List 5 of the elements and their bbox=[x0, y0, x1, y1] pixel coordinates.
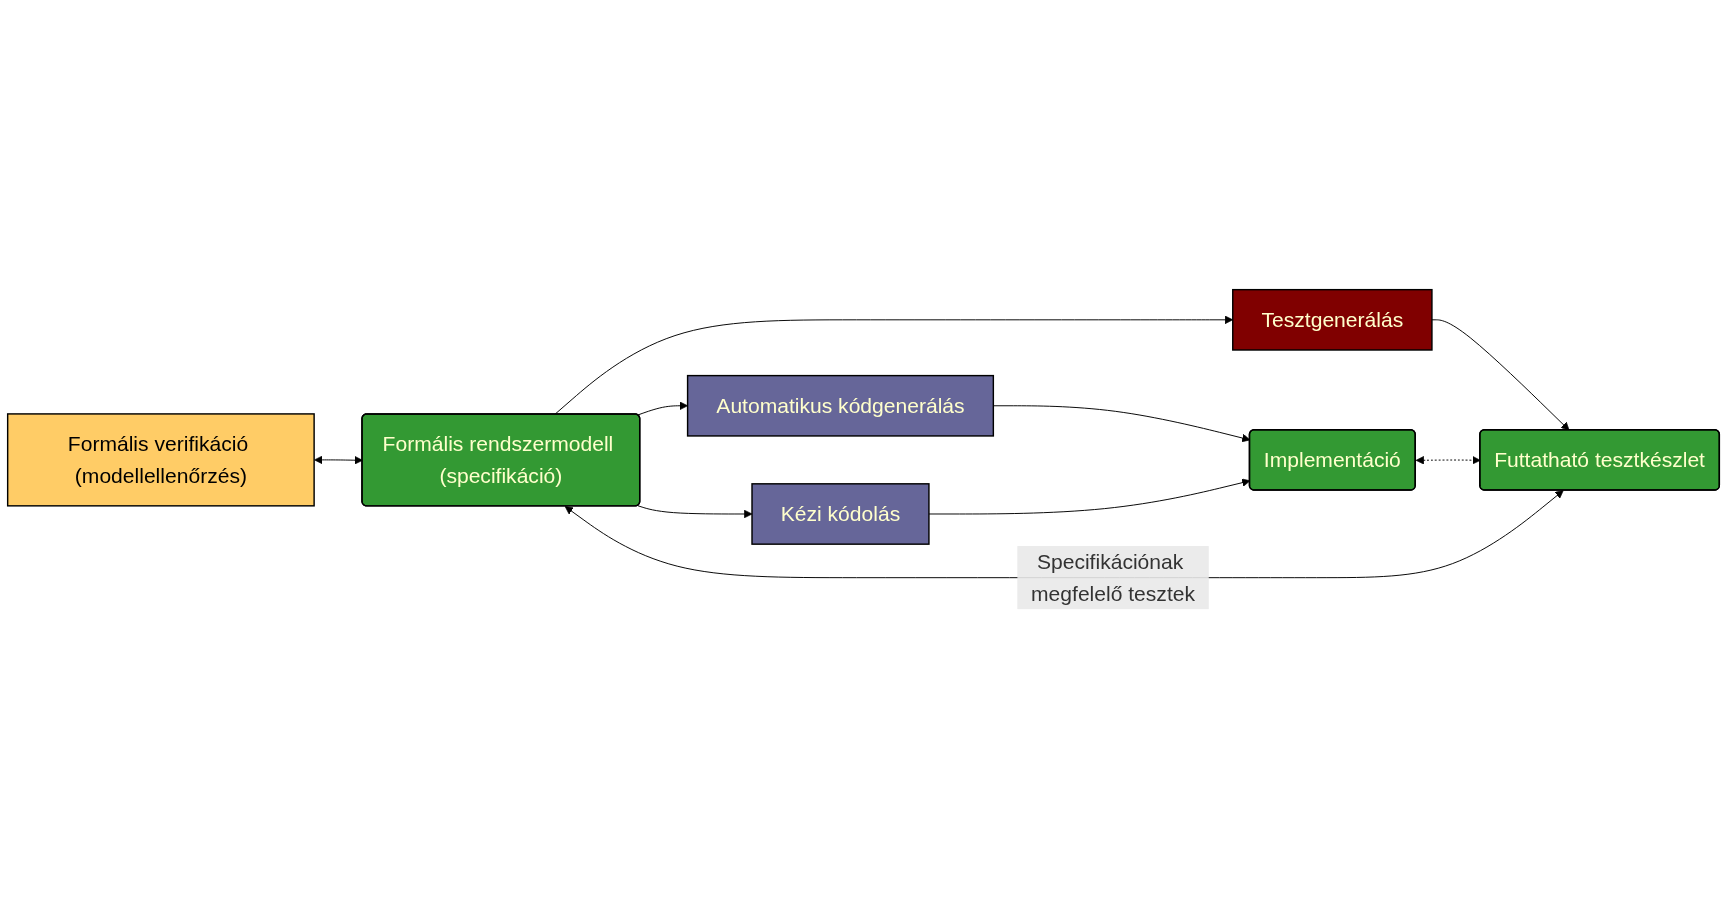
edge-label: Specifikációnak megfelelő tesztek bbox=[1031, 549, 1196, 605]
node-box: Tesztgenerálás bbox=[1232, 288, 1433, 351]
node-box: Automatikus kódgenerálás bbox=[686, 374, 995, 437]
node-box: Kézi kódolás bbox=[751, 482, 930, 545]
node-box: Formális verifikáció (modellellenőrzés) bbox=[6, 412, 315, 507]
